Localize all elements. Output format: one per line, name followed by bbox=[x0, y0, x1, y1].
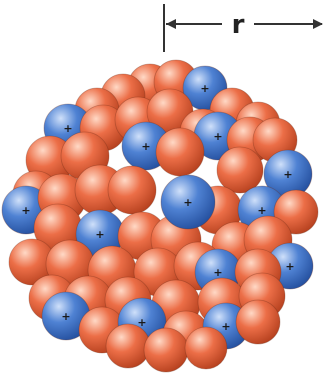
proton-plus-symbol: + bbox=[141, 140, 150, 153]
proton-plus-symbol: + bbox=[183, 196, 192, 209]
neutron-sphere bbox=[185, 327, 227, 369]
proton-plus-symbol: + bbox=[221, 320, 230, 333]
neutron bbox=[108, 166, 156, 214]
neutron-sphere bbox=[144, 328, 188, 372]
neutron-sphere bbox=[106, 324, 150, 368]
radius-label: r bbox=[232, 10, 245, 40]
proton-plus-symbol: + bbox=[285, 260, 294, 273]
neutron bbox=[156, 128, 204, 176]
proton-plus-symbol: + bbox=[95, 228, 104, 241]
neutron-sphere bbox=[217, 147, 263, 193]
radius-arrowhead-right bbox=[313, 19, 323, 29]
neutron bbox=[185, 327, 227, 369]
proton-plus-symbol: + bbox=[21, 204, 30, 217]
proton-plus-symbol: + bbox=[257, 204, 266, 217]
radius-indicator: r bbox=[164, 4, 323, 52]
proton-plus-symbol: + bbox=[213, 130, 222, 143]
neutron bbox=[236, 300, 280, 344]
nucleus: ++++++++++++++ bbox=[2, 60, 318, 372]
radius-arrowhead-left bbox=[166, 19, 176, 29]
neutron-sphere bbox=[156, 128, 204, 176]
neutron bbox=[144, 328, 188, 372]
proton-plus-symbol: + bbox=[61, 310, 70, 323]
proton-plus-symbol: + bbox=[63, 122, 72, 135]
neutron bbox=[217, 147, 263, 193]
neutron bbox=[106, 324, 150, 368]
proton-plus-symbol: + bbox=[213, 266, 222, 279]
proton-plus-symbol: + bbox=[200, 82, 209, 95]
proton-plus-symbol: + bbox=[283, 168, 292, 181]
neutron-sphere bbox=[236, 300, 280, 344]
proton: + bbox=[161, 175, 215, 229]
neutron-sphere bbox=[108, 166, 156, 214]
